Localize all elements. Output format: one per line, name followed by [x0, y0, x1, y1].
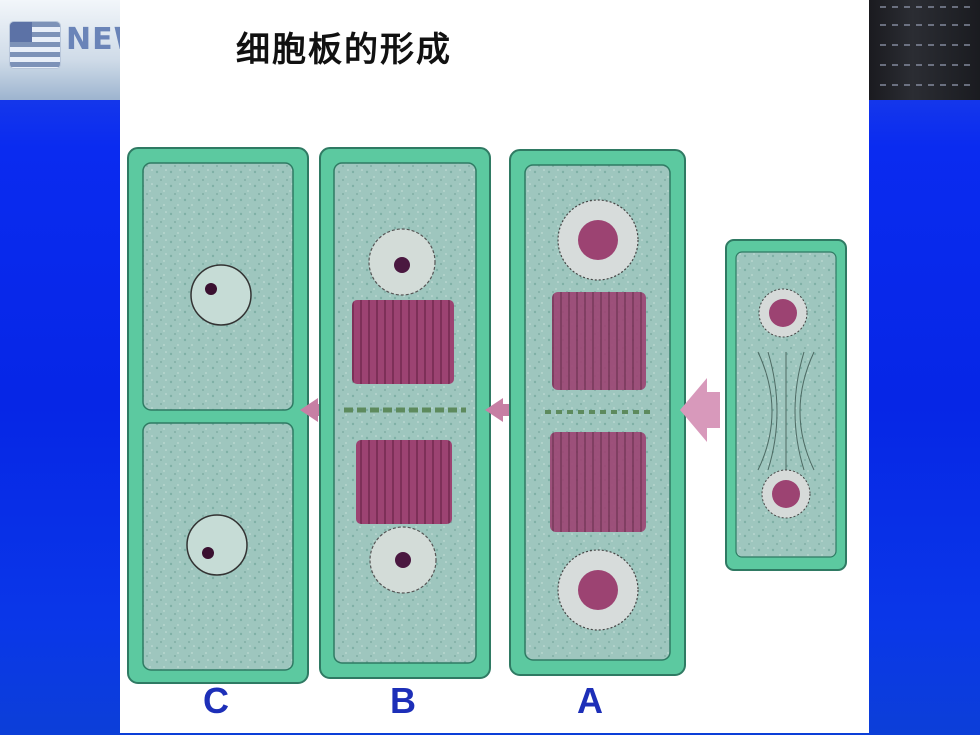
server-panel-image: [868, 0, 980, 100]
cell-c-group: [127, 147, 309, 684]
cell-a-group: [509, 149, 686, 676]
cell-b-bottom-chromosomes: [356, 440, 452, 524]
label-c: C: [203, 680, 229, 721]
telophase-cell-group: [725, 239, 847, 571]
cell-a-bottom-spindle: [550, 432, 646, 532]
cell-c-bottom-nucleus: [186, 514, 248, 576]
cell-b-top-chromatin: [394, 257, 410, 273]
telophase-top-chromosomes: [769, 299, 797, 327]
label-a: A: [577, 680, 603, 721]
cell-b-top-chromosomes: [352, 300, 454, 384]
cell-c-bottom-nucleolus: [202, 547, 214, 559]
cell-c-top-nucleus: [190, 264, 252, 326]
cell-b-group: [319, 147, 491, 679]
telophase-spindle-fibers: [757, 351, 815, 471]
label-b: B: [390, 680, 416, 721]
telophase-bottom-chromosomes: [772, 480, 800, 508]
cell-b-bottom-chromatin: [395, 552, 411, 568]
cell-a-top-spindle: [552, 292, 646, 390]
arrow-telophase-to-a: [680, 378, 720, 442]
cell-a-cytoplasm: [524, 164, 671, 661]
arrow-a-to-b: [485, 398, 516, 422]
flag-logo-icon: [10, 22, 60, 68]
cell-c-top-nucleolus: [205, 283, 217, 295]
cell-a-top-chromosomes-cluster: [578, 220, 618, 260]
cell-a-bottom-chromosomes-cluster: [578, 570, 618, 610]
slide-title: 细胞板的形成: [236, 30, 452, 70]
cell-b-cytoplasm: [333, 162, 477, 664]
